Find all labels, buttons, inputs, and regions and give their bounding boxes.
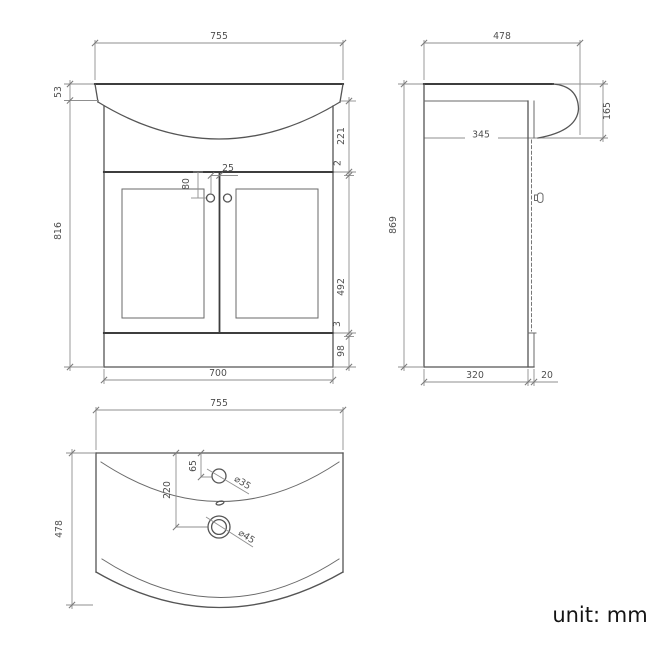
side-view: 478 165 345 869 320 20 (388, 31, 613, 386)
carcass-width-label: 700 (209, 368, 227, 379)
plan-front-outer-curve (95, 571, 344, 609)
tap-hole-offset-label: 65 (188, 460, 199, 472)
side-basin-curve (537, 83, 580, 139)
handle-side-offset-label: 25 (222, 163, 234, 174)
basin-lip-drop-label: 165 (602, 102, 613, 120)
basin-front-curve (97, 101, 341, 140)
carcass-depth-label: 320 (466, 370, 484, 381)
front-view: 755 53 816 221 2 492 3 98 700 80 25 (53, 31, 356, 384)
side-overall-depth-label: 478 (493, 31, 511, 42)
side-view-labels: 478 165 345 869 320 20 (388, 31, 613, 381)
waste-hole-diameter-label: ⌀45 (236, 528, 257, 547)
waste-hole-outer (207, 515, 231, 539)
plan-front-inner-curve (101, 558, 340, 598)
side-knob-cap (537, 192, 544, 203)
body-height-label: 816 (53, 222, 64, 240)
waste-hole-offset-label: 220 (162, 481, 173, 499)
side-345-label-background (465, 128, 498, 140)
top-view-dimensions (66, 406, 347, 609)
door-top-gap-label: 2 (333, 160, 344, 166)
plinth-height-label: 98 (336, 345, 347, 357)
basin-left-bevel (94, 83, 99, 103)
handle-down-offset-label: 80 (181, 178, 192, 190)
left-door-panel (121, 188, 205, 319)
tap-hole (211, 468, 227, 484)
tap-diameter-leader (206, 468, 250, 495)
basin-to-door-label: 221 (336, 127, 347, 145)
door-thickness-label: 20 (541, 370, 553, 381)
front-view-labels: 755 53 816 221 2 492 3 98 700 80 25 (53, 31, 347, 379)
basin-lip-height-label: 53 (53, 86, 64, 98)
waste-diameter-leader (205, 516, 254, 548)
door-height-label: 492 (336, 278, 347, 296)
side-view-outline (422, 82, 580, 368)
door-bottom-gap-label: 3 (332, 321, 343, 327)
side-view-dimensions (398, 39, 607, 386)
front-view-dimensions (64, 39, 356, 384)
plan-overall-depth-label: 478 (54, 520, 65, 538)
basin-right-bevel (339, 83, 344, 103)
overall-height-label: 869 (388, 216, 399, 234)
left-door-knob (205, 193, 216, 203)
basin-underside-depth-label: 345 (472, 130, 490, 141)
overflow-slot (215, 500, 225, 506)
right-door-knob (222, 193, 233, 203)
front-overall-width-label: 755 (210, 31, 228, 42)
unit-label: unit: mm (552, 603, 647, 627)
tap-hole-diameter-label: ⌀35 (232, 474, 253, 493)
right-door-panel (235, 188, 319, 319)
plan-overall-width-label: 755 (210, 398, 228, 409)
top-view-outline (95, 452, 344, 609)
side-view-reference-lines (398, 83, 608, 139)
plan-bowl-back-curve (100, 461, 340, 502)
waste-hole-inner (210, 518, 228, 536)
front-view-outline (93, 82, 345, 368)
top-view: 755 478 65 220 ⌀35 ⌀45 (54, 398, 347, 609)
